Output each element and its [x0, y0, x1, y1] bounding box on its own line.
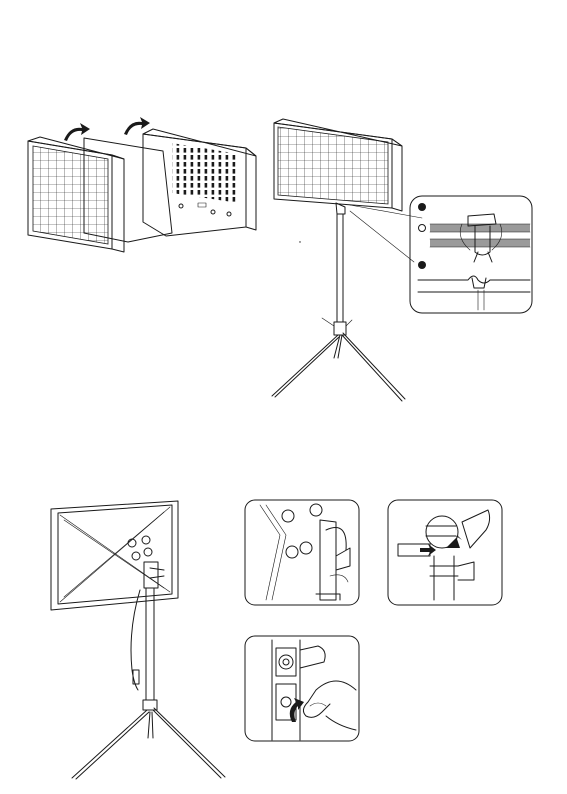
- filled-dot-icon: [418, 203, 426, 211]
- detail-callout: [410, 196, 532, 313]
- filled-dot-icon: [418, 261, 426, 269]
- front-grid-frame: [28, 137, 124, 252]
- detail-mount-bracket: [245, 500, 359, 605]
- detail-height-lock: [245, 636, 359, 741]
- exploded-panel-figure: [28, 117, 256, 252]
- panel-on-stand-figure: [272, 119, 532, 401]
- open-dot-icon: [419, 225, 426, 232]
- detail-tilt-knob: [388, 500, 502, 605]
- led-panel-body: [143, 129, 256, 236]
- rear-view-figure: [51, 501, 225, 779]
